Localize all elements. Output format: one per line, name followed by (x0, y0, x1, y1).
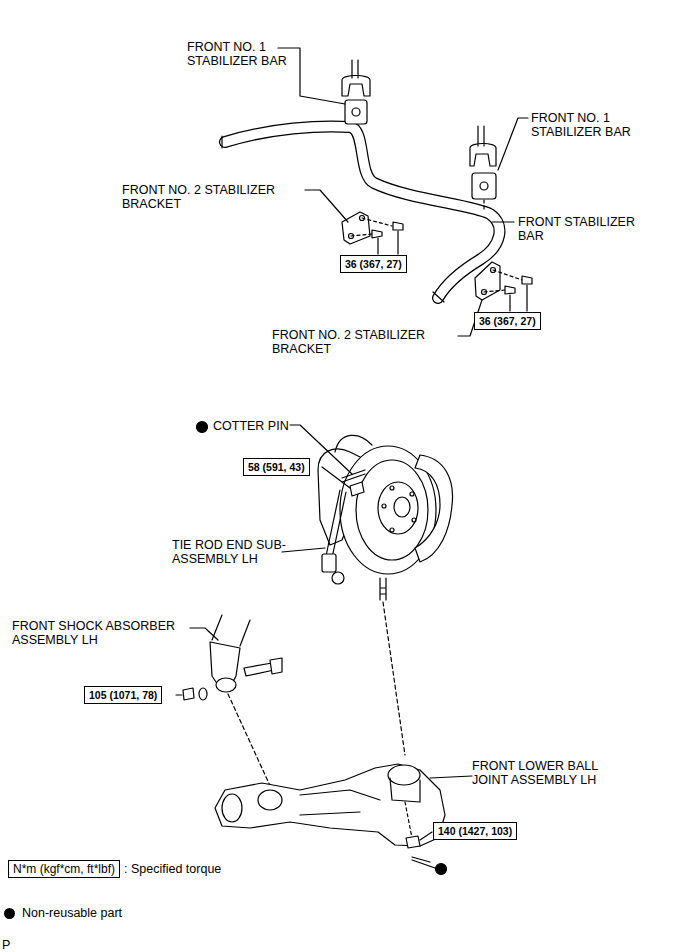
part-name: FRONT NO. 1 STABILIZER BAR (531, 111, 641, 139)
stabilizer-bar-fill (225, 126, 500, 298)
torque-box: 105 (1071, 78) (84, 686, 162, 704)
no2-bracket (342, 212, 370, 244)
hub (394, 497, 410, 517)
torque-legend-box: N*m (kgf*cm, ft*lbf) (8, 860, 120, 878)
stabilizer-bar (225, 126, 500, 298)
hub-stud (410, 492, 414, 496)
brake-disc (356, 460, 428, 560)
assembly-line (405, 802, 412, 838)
leader-line (492, 221, 514, 222)
part-name: FRONT NO. 2 STABILIZER BRACKET (272, 328, 462, 356)
tie-rod-end (322, 554, 336, 572)
torque-value: N*m (kgf*cm, ft*lbf) (13, 862, 115, 876)
shock-bolt (244, 663, 274, 676)
hub (378, 482, 418, 534)
shock-mount (258, 790, 282, 810)
hub-stud (412, 518, 416, 522)
leader-line (176, 694, 182, 695)
leader-line (278, 48, 345, 104)
cotter-pin (412, 860, 435, 868)
tie-rod-ball (332, 572, 344, 584)
leader-line (305, 190, 348, 222)
bushing (345, 100, 367, 124)
lower-arm (215, 764, 445, 846)
part-name: FRONT SHOCK ABSORBER ASSEMBLY LH (12, 619, 197, 647)
knuckle-stud (380, 578, 386, 600)
shock-eye (216, 678, 236, 692)
cotter-pin (342, 470, 365, 482)
brake-caliper (415, 455, 453, 562)
legend-bullet (4, 908, 15, 919)
cotter-pin (412, 857, 430, 862)
legend-text: : Specified torque (124, 862, 221, 876)
bar-end (221, 136, 222, 148)
torque-value: 140 (1427, 103) (438, 824, 512, 838)
nut (183, 688, 194, 700)
bolt-head (270, 658, 282, 674)
no2-bracket (475, 262, 500, 300)
ball-joint (390, 778, 420, 802)
part-name: FRONT LOWER BALL JOINT ASSEMBLY LH (472, 759, 617, 787)
leader-line (322, 467, 350, 488)
no1-bracket (342, 60, 370, 96)
leader-line (378, 231, 398, 254)
bushing-hole (480, 182, 488, 190)
hub-stud (390, 486, 394, 490)
hub-stud (390, 528, 394, 532)
non-reusable-mark (436, 864, 447, 875)
leader-line (498, 118, 528, 170)
arm-detail (300, 790, 380, 815)
hub-stud (382, 504, 386, 508)
arm-bushing (222, 794, 242, 822)
page-code: P (2, 938, 10, 952)
bushing-hole (352, 108, 360, 116)
part-name: COTTER PIN (213, 419, 289, 433)
leader-line (510, 285, 527, 311)
part-name: TIE ROD END SUB-ASSEMBLY LH (172, 538, 297, 566)
bar-end (433, 292, 444, 302)
leader-line (282, 548, 325, 552)
leader-line (190, 628, 218, 640)
ball-joint (388, 765, 420, 785)
washer (199, 688, 207, 700)
leader-line (430, 776, 472, 778)
bolt (505, 276, 532, 294)
castle-nut (406, 836, 420, 848)
part-name: FRONT STABILIZER BAR (518, 215, 658, 243)
torque-value: 36 (367, 27) (479, 314, 536, 328)
torque-box: 36 (367, 27) (474, 312, 541, 330)
torque-box: 58 (591, 43) (243, 458, 310, 476)
bushing (472, 173, 496, 199)
castle-nut (350, 482, 364, 496)
torque-value: 105 (1071, 78) (89, 688, 157, 702)
torque-value: 58 (591, 43) (248, 460, 305, 474)
non-reusable-mark (197, 422, 208, 433)
shock-rod (212, 615, 250, 646)
assembly-line (228, 694, 272, 790)
tie-rod (326, 490, 346, 558)
part-name: FRONT NO. 1 STABILIZER BAR (187, 40, 297, 68)
no1-bracket (470, 126, 496, 166)
assembly-line (383, 602, 405, 755)
torque-box: 36 (367, 27) (340, 255, 407, 273)
assembly-line (484, 270, 522, 292)
knuckle (335, 435, 372, 452)
assembly-line (483, 200, 484, 212)
torque-box: 140 (1427, 103) (433, 822, 517, 840)
leader-line (420, 832, 432, 840)
legend-text: Non-reusable part (22, 906, 122, 920)
part-name: FRONT NO. 2 STABILIZER BRACKET (122, 183, 312, 211)
torque-value: 36 (367, 27) (345, 257, 402, 271)
